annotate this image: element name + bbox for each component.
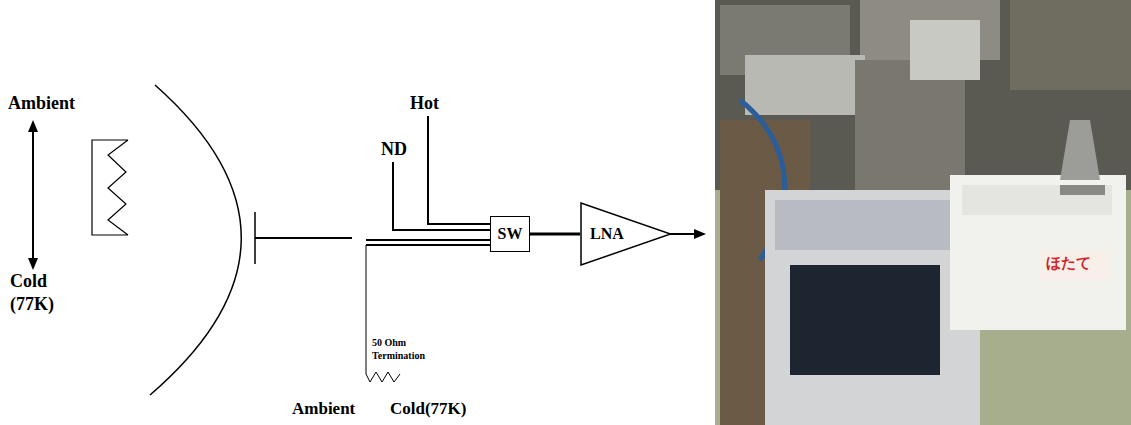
label-text: Hot [410,92,439,115]
node-text: LNA [590,225,624,243]
photo-text: ほたて [1046,254,1091,274]
label-text: ND [381,138,407,161]
signal-line [530,234,580,235]
label-text: Cold(77K) [390,398,467,420]
label-text: Ambient [8,92,75,115]
label-text: 50 Ohm Termination [372,336,438,362]
amplifier-triangle: LNA [580,202,672,266]
label-text: Ambient [292,398,355,420]
label-text: Cold (77K) [10,270,72,317]
photo [715,0,1131,425]
switch-box: SW [490,216,530,252]
node-text: SW [498,225,523,243]
